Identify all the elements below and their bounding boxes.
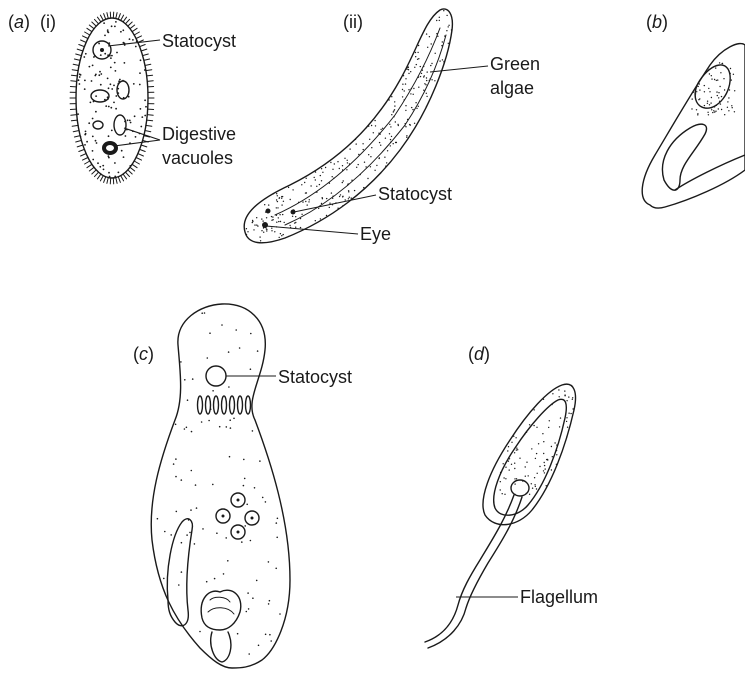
label-c-statocyst: Statocyst <box>226 367 352 387</box>
organism-d <box>425 384 578 648</box>
panel-a-heading: (a) (i) <box>8 12 56 32</box>
svg-text:Statocyst: Statocyst <box>378 184 452 204</box>
svg-text:Digestive: Digestive <box>162 124 236 144</box>
label-a-ii-eye: Eye <box>266 224 391 244</box>
panel-d-heading: (d) <box>468 344 490 364</box>
svg-text:(a): (a) <box>8 12 30 32</box>
svg-text:algae: algae <box>490 78 534 98</box>
label-a-ii-green-algae: Green algae <box>430 54 540 98</box>
svg-text:Flagellum: Flagellum <box>520 587 598 607</box>
organism-c <box>150 303 292 668</box>
panel-c-heading: (c) <box>133 344 154 364</box>
organism-a-ii <box>239 4 455 250</box>
svg-text:Statocyst: Statocyst <box>278 367 352 387</box>
svg-text:Statocyst: Statocyst <box>162 31 236 51</box>
panel-b-heading: (b) <box>646 12 668 32</box>
organism-a-i <box>70 12 154 184</box>
svg-text:(i): (i) <box>40 12 56 32</box>
svg-text:vacuoles: vacuoles <box>162 148 233 168</box>
label-a-i-digestive-vacuoles: Digestive vacuoles <box>114 124 236 168</box>
statocyst-c <box>206 366 226 386</box>
svg-text:Eye: Eye <box>360 224 391 244</box>
label-d-flagellum: Flagellum <box>456 587 598 607</box>
flagellum <box>425 495 514 642</box>
organism-b <box>642 44 745 209</box>
panel-a-ii-heading: (ii) <box>343 12 363 32</box>
label-a-i-statocyst: Statocyst <box>108 31 236 51</box>
cilia <box>70 12 154 184</box>
svg-text:Green: Green <box>490 54 540 74</box>
